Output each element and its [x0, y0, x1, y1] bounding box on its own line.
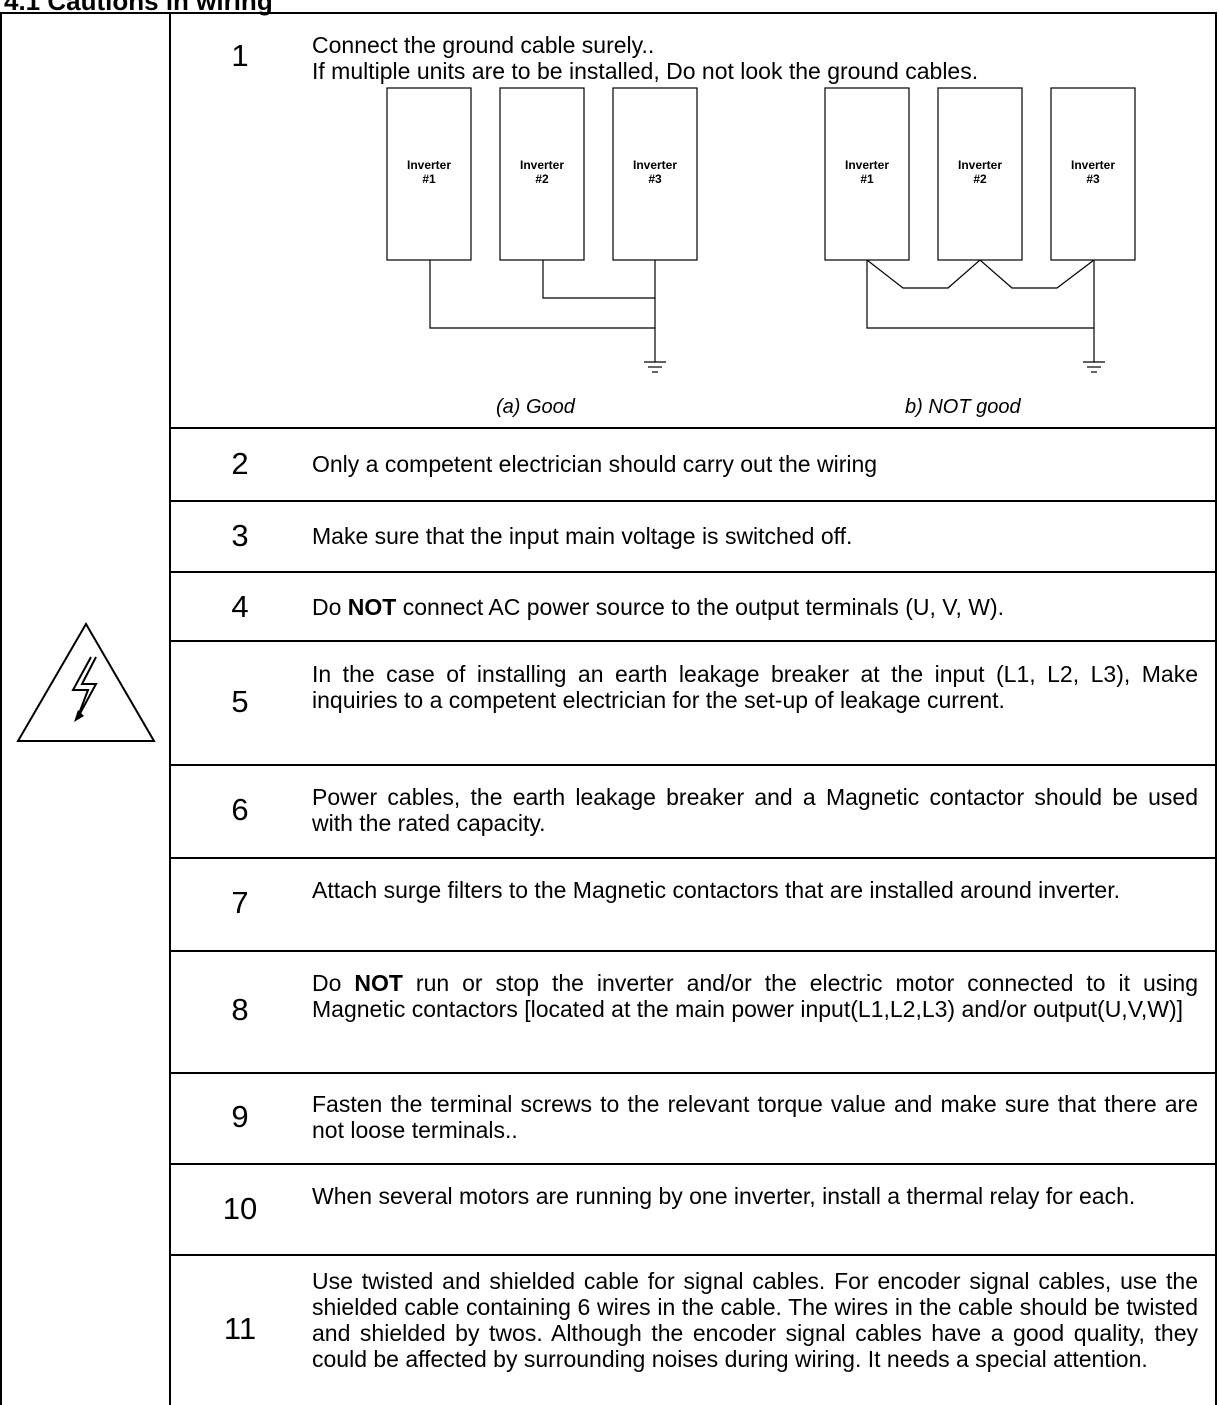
row-divider	[169, 857, 1217, 859]
row-8-text: Do NOT run or stop the inverter and/or t…	[312, 970, 1198, 1022]
row-4-text: Do NOT connect AC power source to the ou…	[312, 594, 1198, 620]
row-9-text: Fasten the terminal screws to the releva…	[312, 1091, 1198, 1143]
inverter-box-label: Inverter#3	[1051, 158, 1135, 186]
row-4-text-pre: Do	[312, 594, 348, 620]
caption-good: (a) Good	[496, 396, 575, 418]
row-1-line-2: If multiple units are to be installed, D…	[312, 58, 979, 84]
inverter-box-label: Inverter#3	[613, 158, 697, 186]
row-5-text: In the case of installing an earth leaka…	[312, 661, 1198, 713]
row-7-text: Attach surge filters to the Magnetic con…	[312, 877, 1120, 903]
row-8-text-post: run or stop the inverter and/or the elec…	[312, 970, 1198, 1022]
row-divider	[169, 950, 1217, 952]
row-divider	[169, 427, 1217, 429]
table-border-left	[0, 12, 2, 1405]
row-9-number: 9	[231, 1099, 249, 1134]
row-divider	[169, 571, 1217, 573]
inverter-label-text: Inverter	[1070, 158, 1116, 172]
row-5-number: 5	[231, 684, 249, 719]
row-4-text-bold: NOT	[347, 594, 397, 620]
row-7-number: 7	[231, 885, 249, 920]
row-3-number: 3	[231, 518, 249, 553]
inverter-unit-number: #3	[648, 172, 662, 186]
row-4-text-post: connect AC power source to the output te…	[396, 594, 1005, 620]
inverter-unit-number: #2	[535, 172, 549, 186]
table-divider-icon-column	[169, 12, 171, 1405]
inverter-unit-number: #1	[422, 172, 436, 186]
inverter-unit-number: #2	[973, 172, 987, 186]
row-1-line-1: Connect the ground cable surely..	[312, 32, 655, 58]
row-10-number: 10	[222, 1191, 258, 1226]
inverter-label-text: Inverter	[844, 158, 890, 172]
inverter-box-label: Inverter#2	[938, 158, 1022, 186]
table-border-right	[1215, 12, 1217, 1405]
inverter-box-label: Inverter#2	[500, 158, 584, 186]
inverter-label-text: Inverter	[957, 158, 1003, 172]
row-2-number: 2	[231, 446, 249, 481]
row-divider	[169, 1072, 1217, 1074]
row-11-text: Use twisted and shielded cable for signa…	[312, 1268, 1198, 1372]
row-2-text: Only a competent electrician should carr…	[312, 451, 878, 477]
inverter-label-text: Inverter	[632, 158, 678, 172]
row-divider	[169, 764, 1217, 766]
row-4-number: 4	[231, 589, 249, 624]
row-6-text: Power cables, the earth leakage breaker …	[312, 784, 1198, 836]
inverter-box-label: Inverter#1	[387, 158, 471, 186]
caption-not-good: b) NOT good	[905, 396, 1021, 418]
inverter-box-label: Inverter#1	[825, 158, 909, 186]
row-11-number: 11	[223, 1311, 257, 1346]
inverter-unit-number: #1	[860, 172, 874, 186]
row-divider	[169, 640, 1217, 642]
row-6-number: 6	[231, 792, 249, 827]
table-border-top	[0, 12, 1217, 14]
row-3-text: Make sure that the input main voltage is…	[312, 523, 853, 549]
inverter-label-text: Inverter	[519, 158, 565, 172]
row-1-number: 1	[231, 38, 249, 73]
row-8-text-bold: NOT	[354, 970, 403, 996]
row-divider	[169, 1163, 1217, 1165]
row-8-number: 8	[231, 992, 249, 1027]
row-10-text: When several motors are running by one i…	[312, 1183, 1136, 1209]
row-8-text-pre: Do	[312, 970, 355, 996]
row-divider	[169, 1254, 1217, 1256]
inverter-label-text: Inverter	[406, 158, 452, 172]
inverter-unit-number: #3	[1086, 172, 1100, 186]
row-divider	[169, 500, 1217, 502]
